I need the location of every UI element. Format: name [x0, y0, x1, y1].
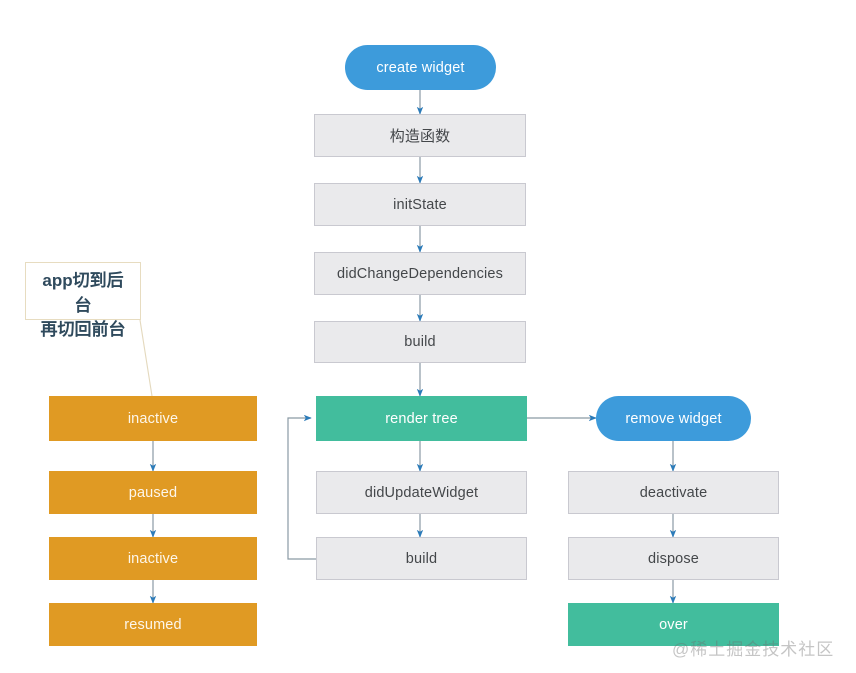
node-build[interactable]: build	[314, 321, 526, 363]
node-label: build	[404, 334, 436, 350]
node-did-change-dependencies[interactable]: didChangeDependencies	[314, 252, 526, 295]
node-label: dispose	[647, 550, 700, 567]
node-constructor[interactable]: 构造函数	[314, 114, 526, 157]
node-label: 构造函数	[389, 128, 451, 145]
node-create-widget[interactable]: create widget	[345, 45, 496, 90]
callout-app-background-foreground: app切到后台 再切回前台	[25, 262, 141, 339]
callout-leader-line	[139, 319, 153, 397]
node-label: initState	[393, 196, 447, 213]
node-build-rebuild[interactable]: build	[316, 537, 527, 580]
node-label: didUpdateWidget	[364, 484, 479, 501]
node-label: over	[659, 616, 688, 633]
node-did-update-widget[interactable]: didUpdateWidget	[316, 471, 527, 514]
node-label: inactive	[127, 410, 179, 427]
node-label: build	[405, 550, 438, 567]
node-label: create widget	[376, 59, 465, 76]
node-inactive-2[interactable]: inactive	[49, 537, 257, 580]
edge-build2-loop-to-rendertree	[287, 414, 316, 560]
node-over[interactable]: over	[568, 603, 779, 646]
callout-line-2: 再切回前台	[40, 320, 126, 340]
node-label: paused	[128, 484, 178, 501]
node-remove-widget[interactable]: remove widget	[596, 396, 751, 441]
callout-line-1: app切到后台	[42, 271, 124, 315]
node-resumed[interactable]: resumed	[49, 603, 257, 646]
watermark: @稀土掘金技术社区	[672, 640, 835, 659]
node-label: inactive	[127, 550, 179, 567]
node-deactivate[interactable]: deactivate	[568, 471, 779, 514]
node-dispose[interactable]: dispose	[568, 537, 779, 580]
node-render-tree[interactable]: render tree	[316, 396, 527, 441]
node-label: didChangeDependencies	[337, 265, 503, 282]
node-paused[interactable]: paused	[49, 471, 257, 514]
node-label: remove widget	[625, 410, 722, 427]
node-inactive-1[interactable]: inactive	[49, 396, 257, 441]
node-label: resumed	[124, 616, 182, 633]
node-init-state[interactable]: initState	[314, 183, 526, 226]
node-label: render tree	[385, 410, 458, 427]
node-label: deactivate	[639, 484, 708, 501]
